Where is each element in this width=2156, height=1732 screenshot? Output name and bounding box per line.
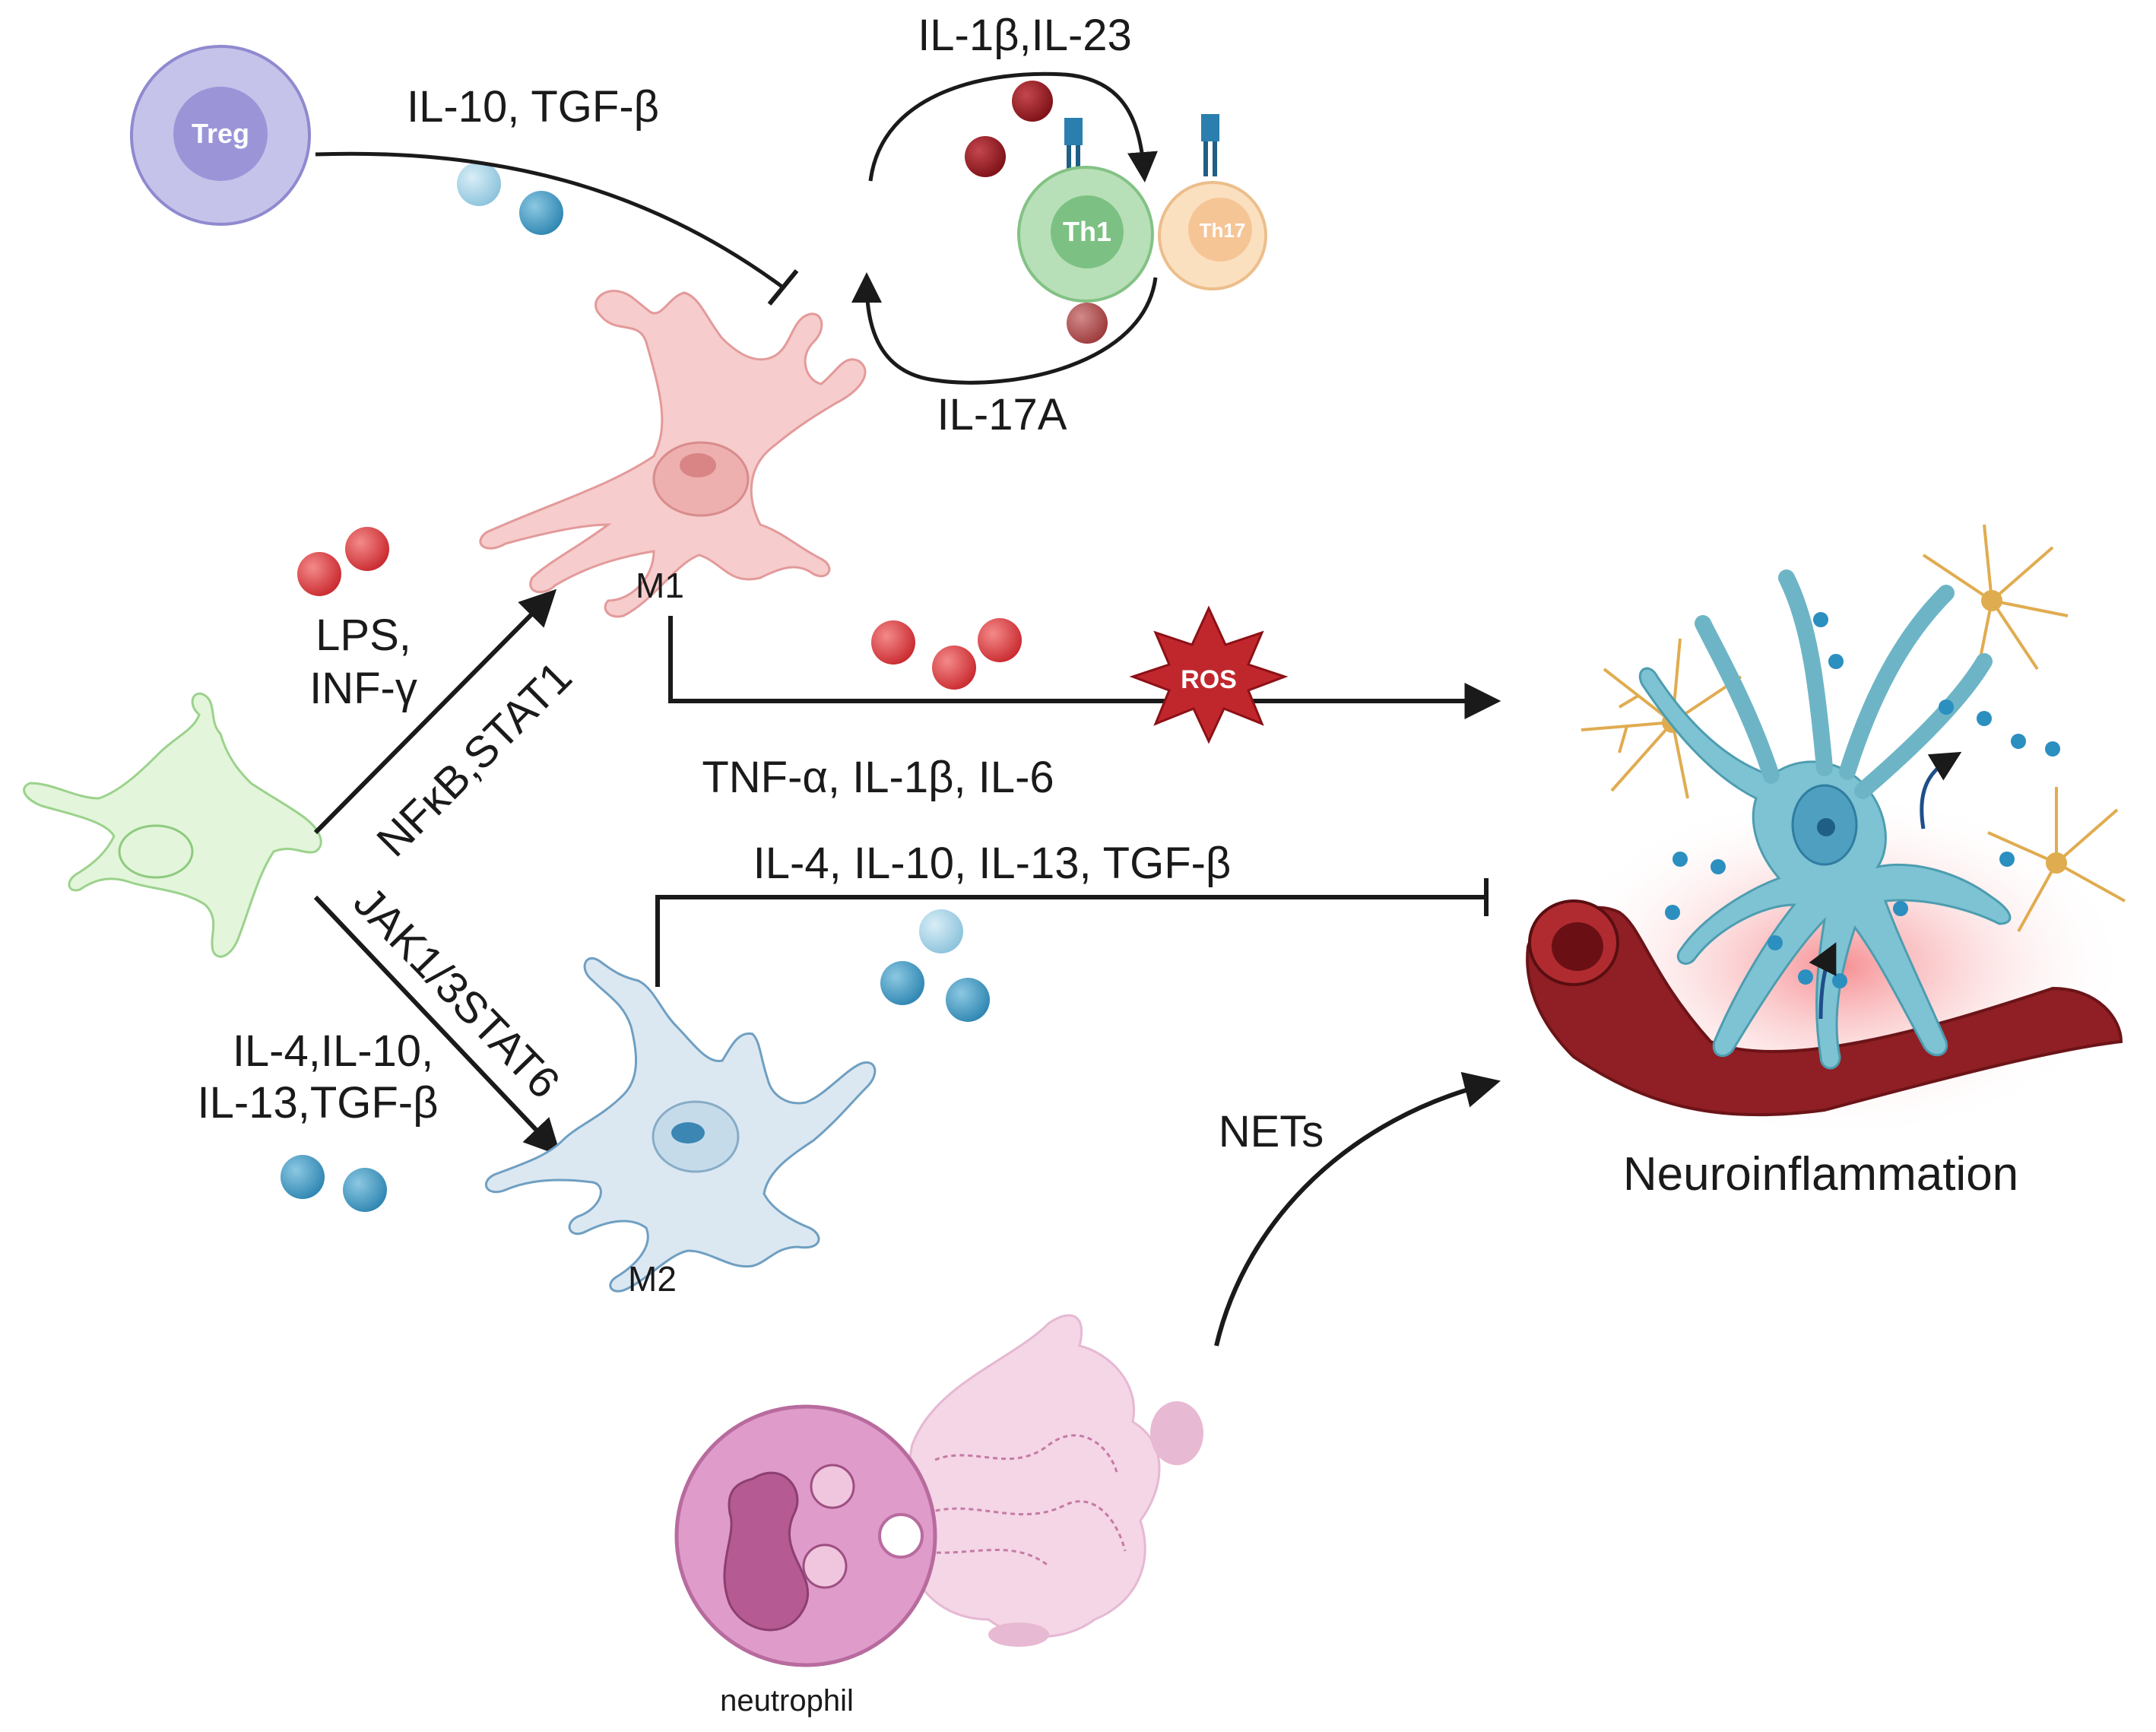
th17-cell: Th17	[1158, 114, 1267, 290]
treg-cytokines-label: IL-10, TGF-β	[407, 82, 659, 132]
treg-cell: Treg	[130, 45, 311, 226]
treg-label: Treg	[192, 118, 249, 149]
loop-top-arrow	[868, 71, 1158, 182]
m1-label: M1	[636, 566, 684, 605]
m2-inducer-balls	[281, 1155, 387, 1212]
loop-top-label: IL-1β,IL-23	[918, 11, 1132, 60]
resting-microglia	[23, 693, 322, 958]
th17-label: Th17	[1200, 219, 1246, 242]
th1-cell: Th1	[1017, 118, 1154, 303]
inf-label: INF-γ	[309, 664, 417, 713]
th1-label: Th1	[1063, 216, 1111, 247]
m2-cytokines-label: IL-4, IL-10, IL-13, TGF-β	[753, 839, 1232, 888]
to-m1-arrow	[313, 588, 557, 835]
to-m2-arrow	[313, 895, 561, 1156]
neutrophil-cell	[674, 1404, 937, 1667]
loop-bottom-arrow	[851, 272, 1158, 385]
neuroinflammation-label: Neuroinflammation	[1623, 1148, 2018, 1201]
blood-vessel	[1526, 906, 2123, 1117]
m1-output-arrow	[668, 616, 1501, 719]
treg-inhibition-arrow	[315, 151, 785, 290]
m2-cytokine-balls	[880, 909, 990, 1022]
treg-inhibition-bar	[767, 269, 799, 306]
loop-cytokine-balls	[965, 81, 1108, 344]
m2-inhibition-arrow	[655, 895, 1486, 987]
ros-burst: ROS	[1129, 605, 1289, 744]
m2-label: M2	[628, 1259, 677, 1299]
treg-cytokine-balls	[457, 162, 563, 235]
m1-cytokine-balls	[871, 618, 1022, 690]
lps-cytokine-balls	[297, 527, 389, 596]
m1-microglia	[479, 290, 867, 618]
m1-cytokines-label: TNF-α, IL-1β, IL-6	[702, 753, 1054, 802]
m2-inducers-line2: IL-13,TGF-β	[198, 1078, 439, 1128]
nets-arrow	[1214, 1071, 1501, 1347]
lps-label: LPS,	[315, 611, 411, 660]
neutrophil-net-cloud	[902, 1314, 1203, 1647]
loop-bottom-label: IL-17A	[937, 390, 1067, 439]
ros-label: ROS	[1181, 665, 1237, 694]
astrocyte-icon	[1581, 524, 2126, 932]
neuron-dendrites	[1695, 569, 1993, 799]
neuron-icon	[1638, 667, 2012, 1070]
m2-inducers-line1: IL-4,IL-10,	[233, 1026, 433, 1076]
nets-label: NETs	[1219, 1107, 1324, 1156]
m2-microglia	[484, 956, 877, 1293]
neutrophil-label: neutrophil	[720, 1684, 854, 1718]
neuroinflammation-scene	[1526, 524, 2129, 1140]
